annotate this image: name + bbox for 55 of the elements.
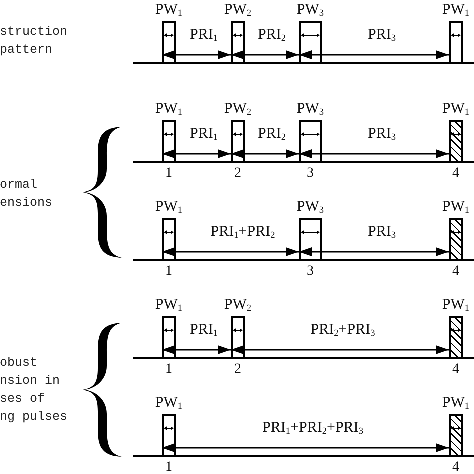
pulse-number: 3 [307,265,314,278]
pulse-number: 4 [452,265,460,278]
curly-brace [83,323,122,457]
pulse-number: 4 [452,167,460,180]
double-headed-arrow [231,346,449,354]
pulse-label: PW$_{1}$ [155,296,183,314]
pulse-label: PW$_{1}$ [155,198,183,216]
pulse-number: 4 [452,363,460,376]
pulse-label: PW$_{1}$ [155,394,183,412]
double-headed-arrow [299,50,449,60]
pulse-label: PW$_{1}$ [442,198,470,216]
double-headed-arrow [162,150,231,158]
edge-label: PRI$_{1}$ [190,321,218,339]
pulse-number: 2 [234,363,242,376]
pulse-label: PW$_{3}$ [296,198,324,216]
edge-label: PRI$_{1}$+PRI$_{2}$ [210,223,276,241]
pulse-label: PW$_{2}$ [224,296,252,314]
pulse-number: 3 [307,167,314,180]
pulse-number: 1 [166,265,172,278]
edge-label: PRI$_{1}$ [190,26,218,44]
double-headed-arrow [231,50,299,60]
double-headed-arrow [231,150,299,158]
pulse-number: 1 [166,461,172,474]
double-headed-arrow [299,248,449,256]
edge-label: PRI$_{3}$ [368,223,396,241]
pulse-label: PW$_{1}$ [155,1,183,19]
pulse-label: PW$_{1}$ [442,394,470,412]
edge-label: PRI$_{3}$ [368,125,396,143]
pulse-label: PW$_{2}$ [224,100,252,118]
group-caption: struction pattern [0,24,68,59]
edge-label: PRI$_{2}$+PRI$_{3}$ [310,321,376,339]
group-caption: ormal ensions [0,177,53,212]
group-caption: obust nsion in ses of ng pulses [0,355,68,426]
pulse-label: PW$_{1}$ [442,100,470,118]
double-headed-arrow [162,346,231,354]
pulse-label: PW$_{1}$ [442,1,470,19]
edge-label: PRI$_{2}$ [258,125,286,143]
edge-label: PRI$_{1}$ [190,125,218,143]
edge-label: PRI$_{1}$+PRI$_{2}$+PRI$_{3}$ [262,419,364,437]
pulse-number: 2 [234,167,242,180]
pulse-label: PW$_{3}$ [296,100,324,118]
curly-brace [83,127,122,258]
double-headed-arrow [162,444,449,452]
pulse-number: 1 [166,363,172,376]
pulse-label: PW$_{2}$ [224,1,252,19]
pulse-number: 1 [166,167,172,180]
pulse-label: PW$_{3}$ [296,1,324,19]
edge-label: PRI$_{3}$ [368,26,396,44]
pulse-number: 4 [452,461,460,474]
double-headed-arrow [299,150,449,158]
double-headed-arrow [162,50,231,60]
pulse-label: PW$_{1}$ [155,100,183,118]
double-headed-arrow [162,248,299,256]
edge-label: PRI$_{2}$ [258,26,286,44]
pulse-label: PW$_{1}$ [442,296,470,314]
